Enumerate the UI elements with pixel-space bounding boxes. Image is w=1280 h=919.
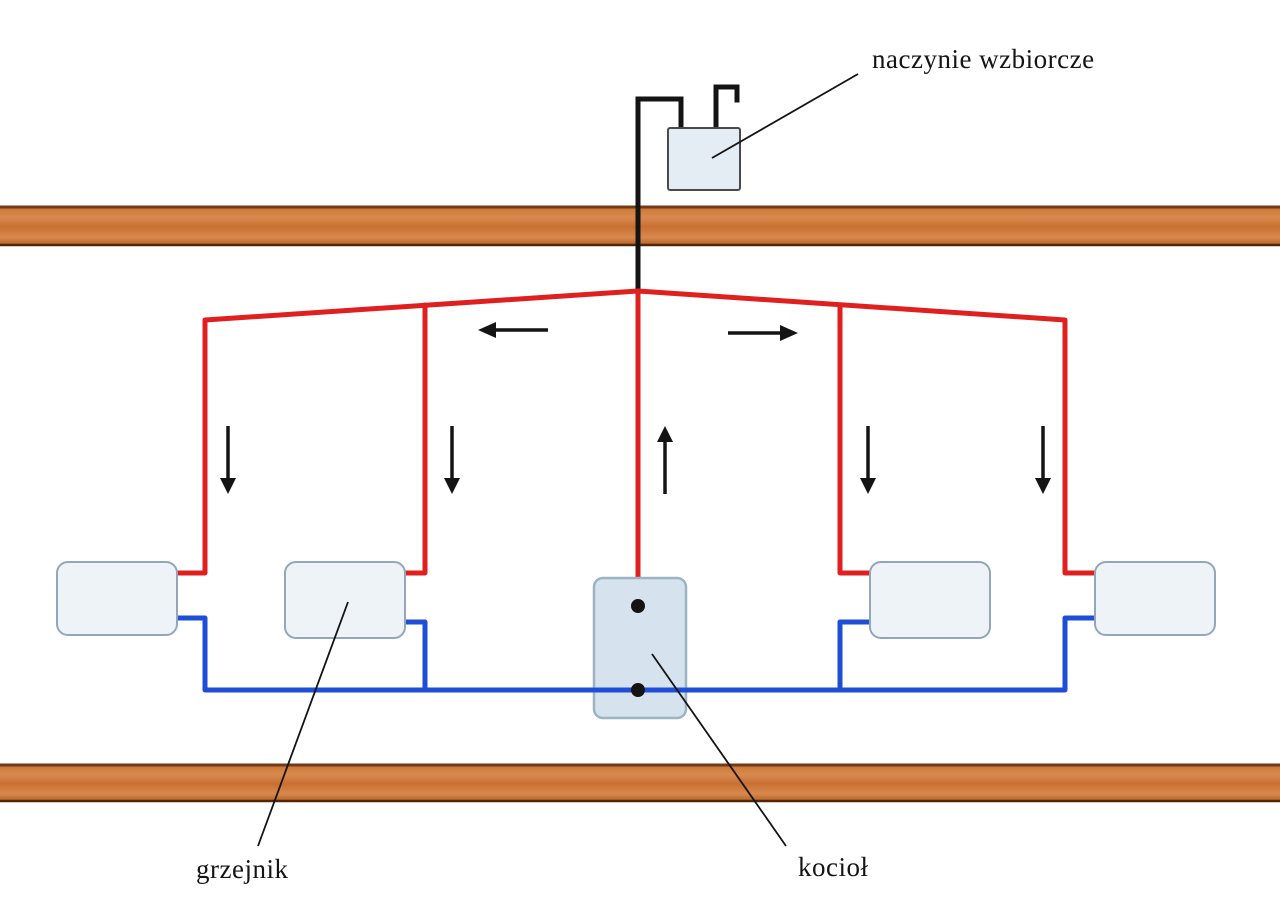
- flow-arrow-up: [657, 426, 673, 494]
- supply-pipe-far-right: [635, 288, 1098, 576]
- label-boiler: kocioł: [798, 852, 869, 882]
- radiator-4: [1094, 561, 1216, 636]
- boiler-supply-connection-dot: [631, 599, 645, 613]
- supply-pipe-far-left: [174, 288, 641, 576]
- pointer-line-boiler: [651, 653, 787, 847]
- flow-arrow-left: [478, 322, 548, 338]
- boiler-box: [592, 576, 688, 720]
- bottom-floor-slab: [0, 763, 1280, 803]
- supply-pipe-mid-left: [402, 302, 428, 576]
- flow-arrow-down-3: [860, 426, 876, 494]
- radiator-2: [284, 561, 406, 639]
- label-expansion-vessel: naczynie wzbiorcze: [872, 44, 1095, 74]
- radiator-3: [869, 561, 991, 639]
- flow-arrow-right: [728, 325, 798, 341]
- expansion-vessel-box: [667, 127, 741, 191]
- flow-arrow-down-2: [444, 426, 460, 494]
- return-pipe-left-main: [174, 615, 641, 693]
- flow-arrow-down-1: [220, 426, 236, 494]
- label-radiator: grzejnik: [196, 854, 289, 884]
- boiler-return-connection-dot: [631, 683, 645, 697]
- return-pipe-mid-right-drop: [837, 619, 873, 693]
- vent-pipe: [713, 84, 740, 133]
- pointer-line-expansion-vessel: [711, 73, 859, 159]
- radiator-1: [56, 561, 178, 636]
- pointer-line-radiator: [257, 601, 349, 847]
- supply-pipe-mid-right: [837, 302, 873, 576]
- return-pipe-mid-left-drop: [402, 619, 428, 693]
- flow-arrow-down-4: [1035, 426, 1051, 494]
- riser-pipe: [635, 96, 684, 294]
- return-pipe-right-main: [635, 615, 1098, 693]
- bottom-slab-body: [0, 764, 1280, 802]
